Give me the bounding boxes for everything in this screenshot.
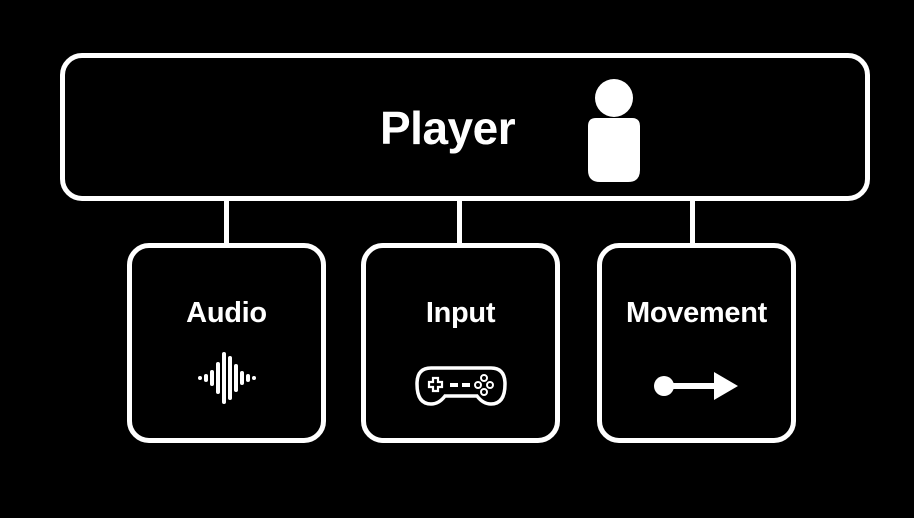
movement-label: Movement — [625, 297, 767, 329]
connector-input — [457, 199, 462, 245]
gamepad-icon — [414, 366, 507, 406]
connector-movement — [690, 199, 695, 245]
player-label: Player — [380, 102, 516, 154]
connector-audio — [224, 199, 229, 245]
input-label: Input — [425, 297, 496, 329]
player-node — [60, 53, 870, 201]
sound-wave-icon — [197, 352, 256, 404]
input-node: Input — [361, 243, 560, 443]
audio-label: Audio — [186, 297, 267, 329]
person-icon — [588, 79, 640, 182]
arrow-right-icon — [653, 372, 738, 400]
audio-node: Audio — [127, 243, 326, 443]
movement-node: Movement — [597, 243, 796, 443]
